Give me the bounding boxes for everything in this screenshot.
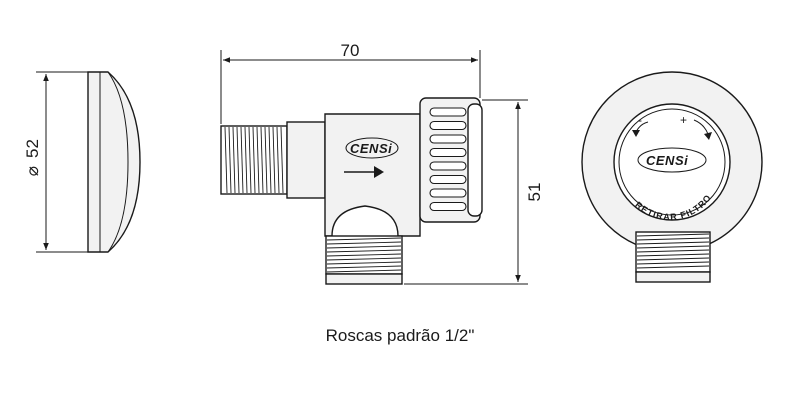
svg-text:⌀: ⌀ — [23, 166, 42, 176]
top-bottom-thread — [635, 231, 711, 283]
top-brand-logo: CENSi — [637, 147, 707, 173]
valve-body — [324, 113, 421, 237]
diameter-dimension: ⌀ 52 — [23, 71, 88, 253]
height-dimension: 51 — [404, 99, 544, 285]
brand-logo-text: CENSi — [350, 141, 392, 156]
bottom-thread — [325, 235, 403, 285]
brand-logo: CENSi — [345, 137, 399, 159]
minus-symbol: - — [638, 113, 642, 127]
top-view: - + CENSi RETIRAR FILTRO — [581, 71, 763, 283]
caption: Roscas padrão 1/2" — [325, 326, 475, 345]
knob-face — [613, 103, 731, 221]
plus-symbol: + — [680, 113, 687, 127]
neck — [286, 121, 326, 199]
rotate-left-arrow-icon — [632, 121, 649, 137]
top-brand-logo-text: CENSi — [646, 153, 688, 168]
height-value: 51 — [525, 183, 544, 202]
svg-text:52: 52 — [23, 139, 42, 158]
knurled-knob — [419, 97, 483, 223]
width-dimension: 70 — [220, 41, 481, 124]
side-view-cap — [87, 71, 141, 253]
front-view-valve: CENSi — [220, 97, 483, 285]
width-value: 70 — [341, 41, 360, 60]
diameter-value: 52 — [23, 139, 42, 158]
rotate-right-arrow-icon — [693, 119, 712, 140]
left-thread — [220, 125, 288, 195]
diameter-symbol: ⌀ — [23, 166, 42, 176]
flow-direction-arrow-icon — [344, 166, 384, 178]
